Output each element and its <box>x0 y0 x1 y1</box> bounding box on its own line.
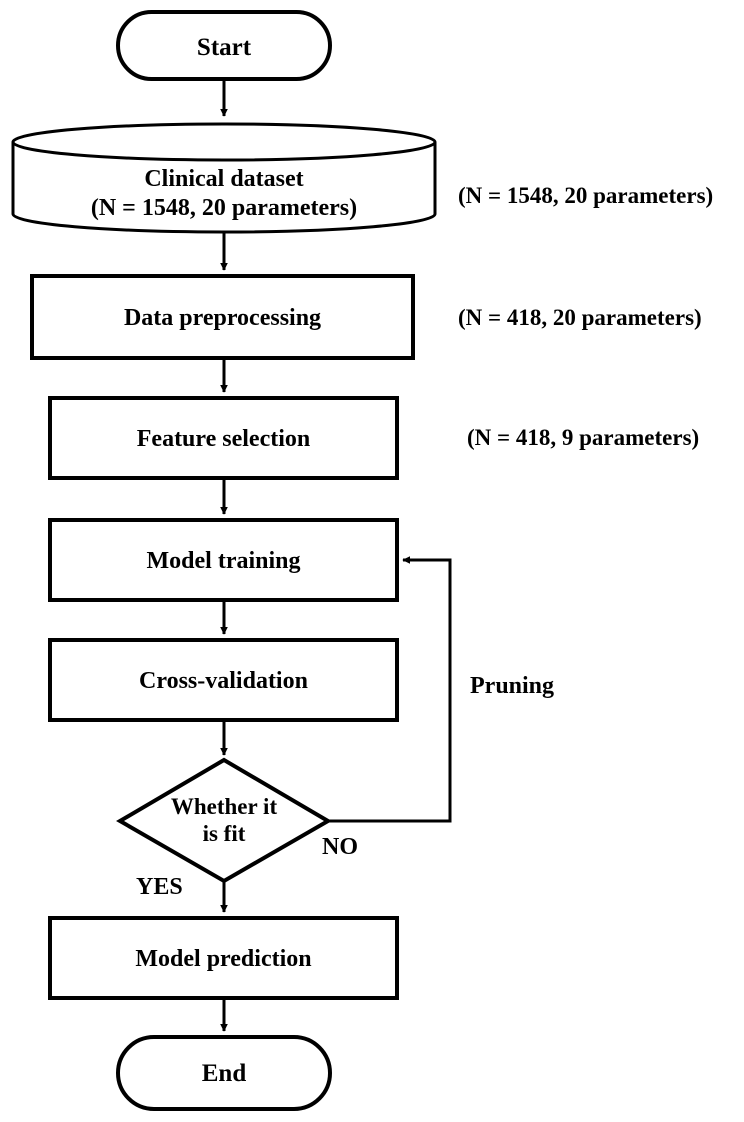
decision-node[interactable] <box>120 760 328 881</box>
edge-label-no: NO <box>322 834 358 860</box>
annotation-clinical-dataset: (N = 1548, 20 parameters) <box>458 183 714 208</box>
model-prediction-shape <box>48 916 399 1000</box>
model-training-node[interactable] <box>50 520 397 600</box>
edge-label-yes: YES <box>136 874 183 900</box>
edge-label-pruning: Pruning <box>470 673 555 699</box>
model-training-shape <box>48 518 399 602</box>
start-node[interactable] <box>118 12 330 79</box>
annotation-data-preprocessing: (N = 418, 20 parameters) <box>458 305 702 330</box>
dataset-shape-top <box>11 122 437 162</box>
cross-validation-shape <box>48 638 399 722</box>
dataset-shape-body <box>11 142 437 234</box>
end-shape <box>116 1035 332 1111</box>
data-preprocessing-node[interactable] <box>32 276 413 358</box>
annotation-feature-selection: (N = 418, 9 parameters) <box>467 425 700 450</box>
data-preprocessing-shape <box>30 274 415 360</box>
feature-selection-node[interactable] <box>50 398 397 478</box>
cross-validation-node[interactable] <box>50 640 397 720</box>
model-prediction-node[interactable] <box>50 918 397 998</box>
clinical-dataset-node[interactable] <box>13 124 435 232</box>
end-node[interactable] <box>118 1037 330 1109</box>
edge-decision-no-pruning-loop <box>328 556 452 823</box>
